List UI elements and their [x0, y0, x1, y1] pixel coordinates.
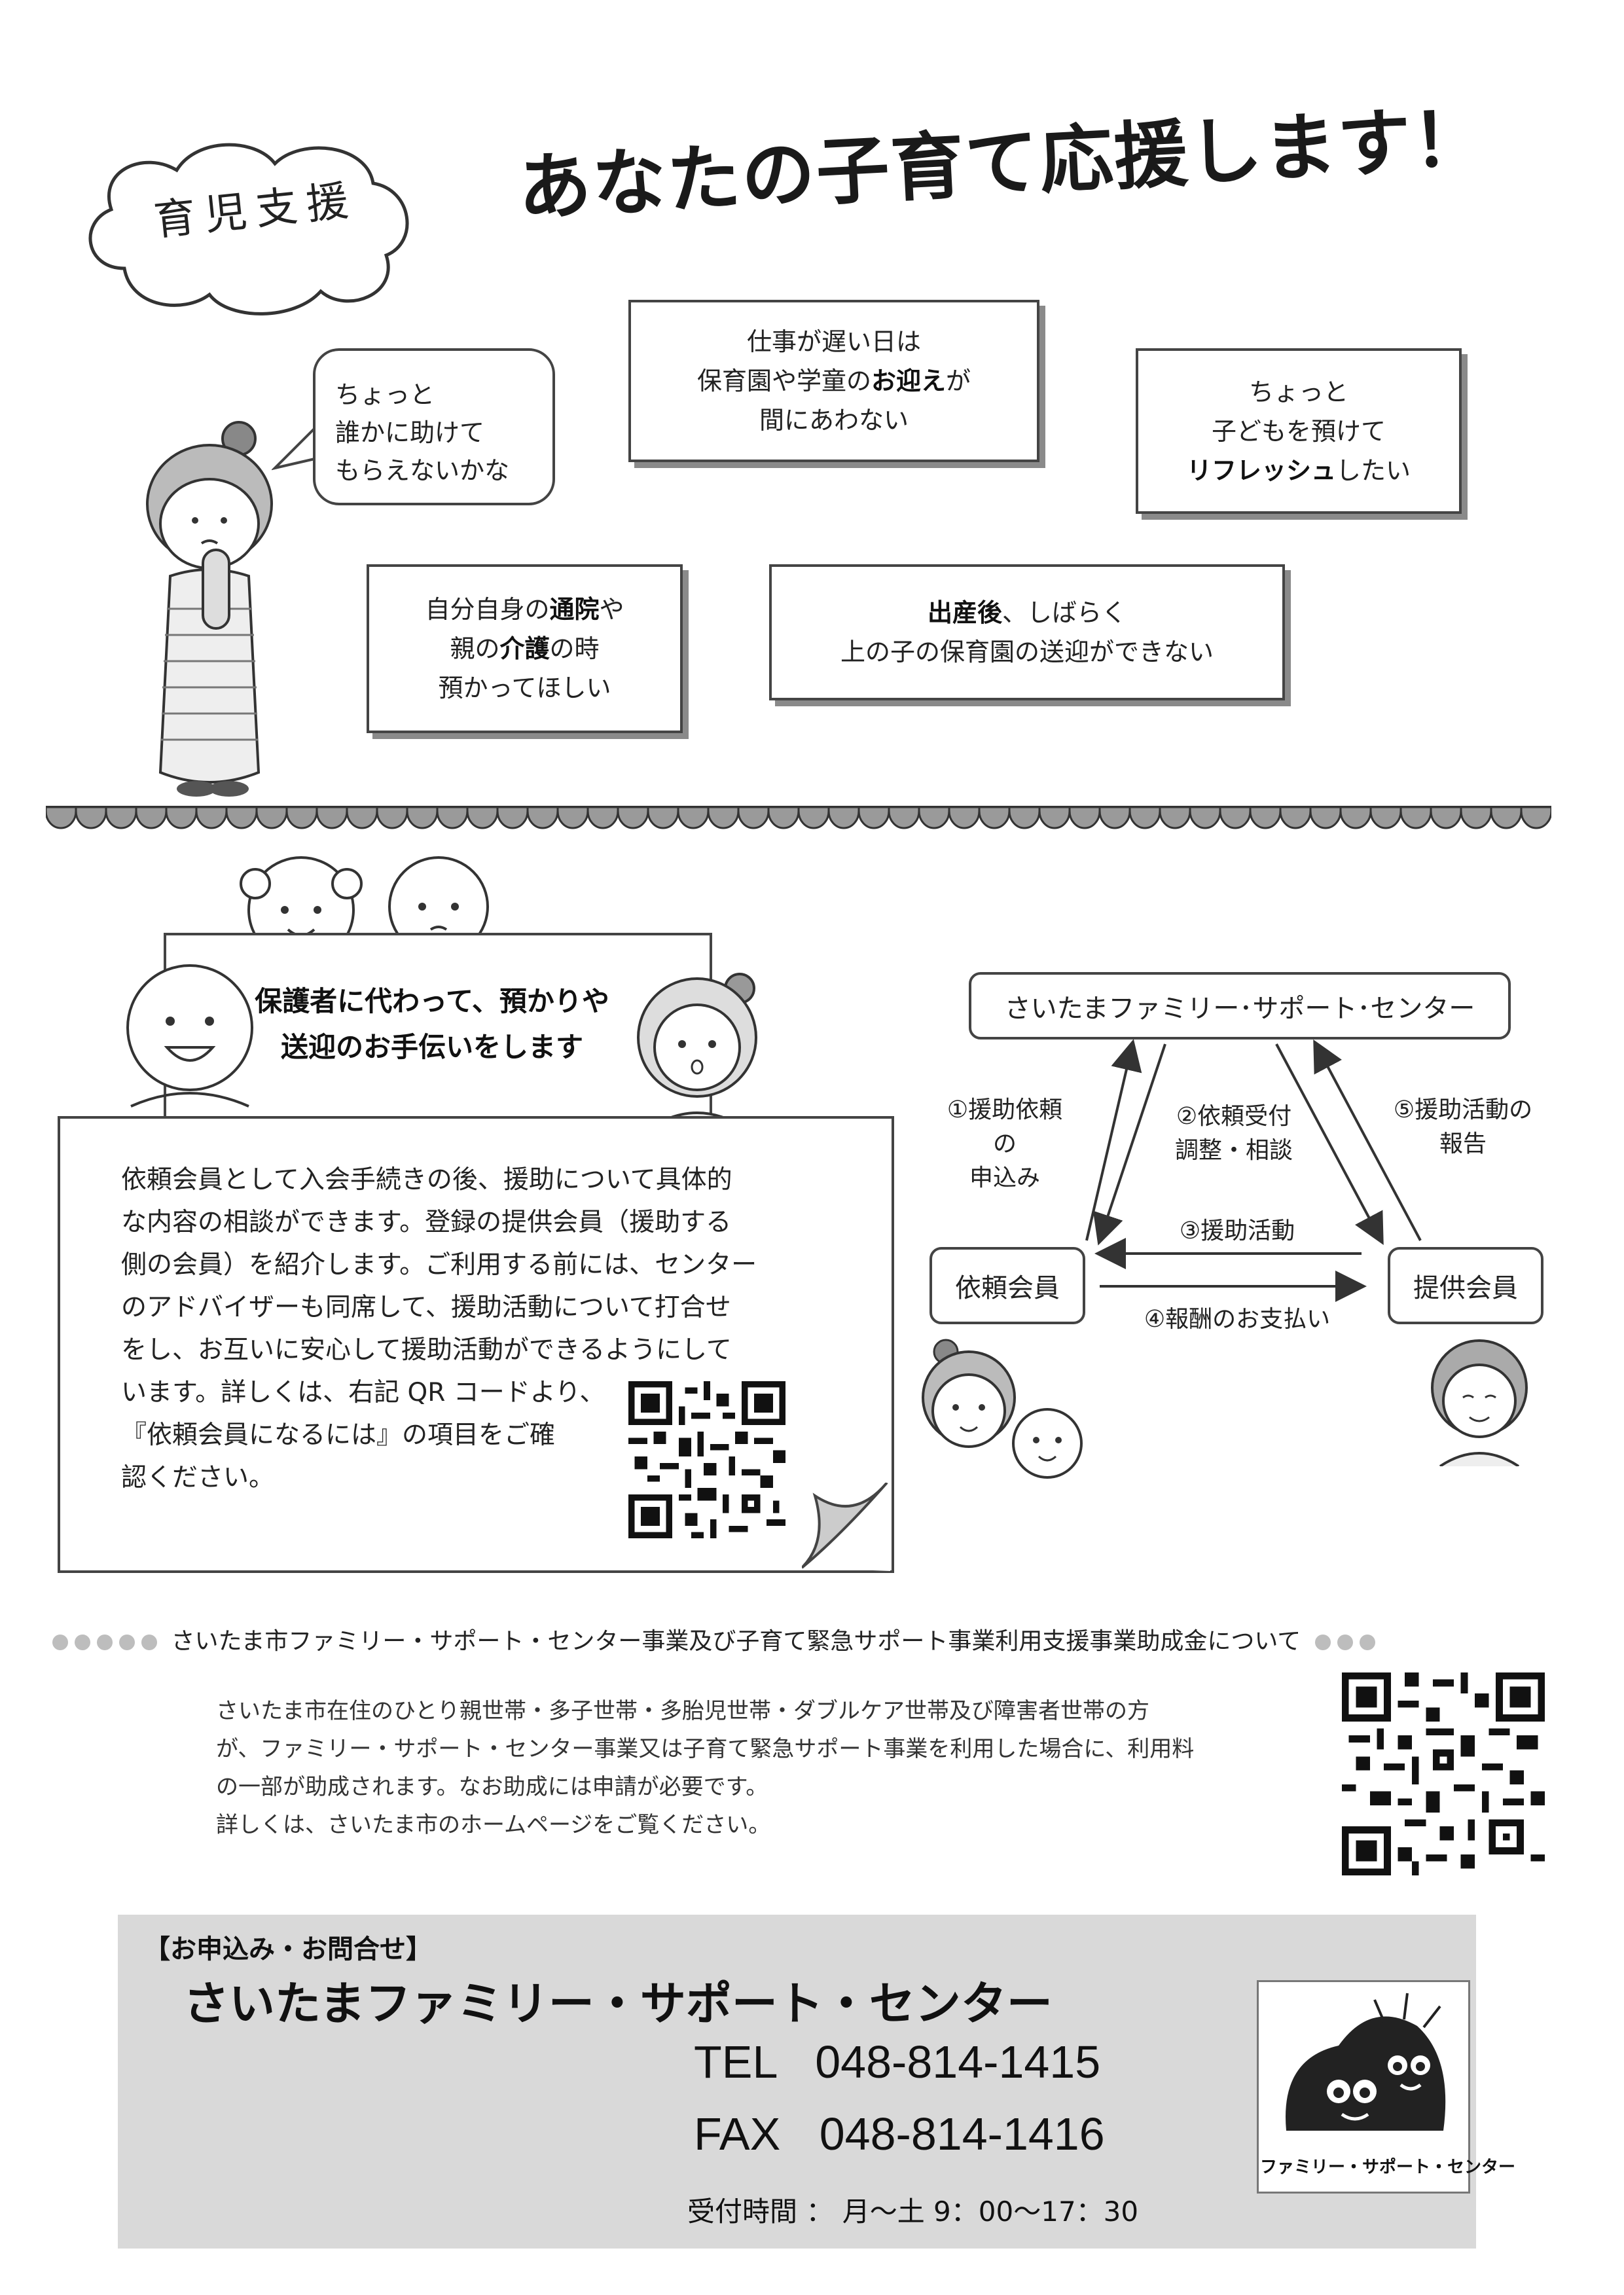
flow-label-step1: ①援助依頼 の 申込み [947, 1096, 1063, 1191]
description-line: 認ください。 [121, 1463, 275, 1492]
arrow-accept [1092, 1043, 1166, 1246]
arrow-coordinate [1275, 1043, 1384, 1246]
qr-code-city-homepage[interactable] [1342, 1672, 1545, 1875]
dot-icon [75, 1635, 90, 1650]
subsidy-line: 詳しくは、さいたま市のホームページをご覧ください。 [216, 1812, 771, 1838]
bubble-line: 誰かに助けて [335, 418, 485, 447]
flow-label-step4: ④報酬のお支払い [1144, 1306, 1331, 1333]
description-line: います。詳しくは、右記 QR コードより、 [121, 1378, 605, 1407]
tel-number[interactable]: 048-814-1415 [815, 2036, 1101, 2087]
contact-label: 【お申込み・お問合せ】 [144, 1934, 432, 1964]
mascot-logo-icon [1286, 1993, 1446, 2131]
concern-line: 預かってほしい [438, 674, 611, 702]
concern-line: 子どもを預けて [1211, 416, 1386, 446]
page-curl-corner [802, 1483, 890, 1571]
subsidy-line: が、ファミリー・サポート・センター事業又は子育て緊急サポート事業を利用した場合に… [216, 1736, 1195, 1762]
subsidy-line: さいたま市在住のひとり親世帯・多子世帯・多胎児世帯・ダブルケア世帯及び障害者世帯… [216, 1698, 1149, 1724]
dot-icon [52, 1635, 68, 1650]
description-line: な内容の相談ができます。登録の提供会員（援助する [121, 1208, 732, 1237]
contact-panel [118, 1915, 1476, 2249]
sign-text: 保護者に代わって、預かりや 送迎のお手伝いをします [196, 979, 668, 1070]
concern-line: 親の介護の時 [450, 634, 600, 663]
dot-icon [1337, 1635, 1353, 1650]
business-hours: 受付時間 ： 月～土 9：00～17：30 [687, 2196, 1139, 2228]
logo-caption: ファミリー・サポート・センター [1260, 2158, 1516, 2177]
description-line: 側の会員）を紹介します。ご利用する前には、センター [121, 1250, 757, 1280]
concern-line: 自分自身の通院や [425, 595, 624, 624]
subsidy-heading-text: さいたま市ファミリー・サポート・センター事業及び子育て緊急サポート事業利用支援事… [171, 1628, 1301, 1655]
scallop-divider [46, 802, 1551, 841]
concern-line: リフレッシュしたい [1186, 456, 1411, 485]
parent-child-illustration [922, 1339, 1083, 1479]
flow-label-step5: ⑤援助活動の 報告 [1393, 1096, 1533, 1157]
arrow-report [1313, 1039, 1422, 1241]
tel-label: TEL [694, 2036, 776, 2087]
concern-line: ちょっと [1248, 377, 1348, 407]
subsidy-line: の一部が助成されます。なお助成には申請が必要です。 [216, 1774, 768, 1800]
fax-number: 048-814-1416 [819, 2108, 1105, 2159]
description-text: 依頼会員として入会手続きの後、援助について具体的 な内容の相談ができます。登録の… [121, 1159, 828, 1499]
concern-box-refresh: ちょっと 子どもを預けて リフレッシュしたい [1136, 348, 1462, 514]
dot-icon [119, 1635, 135, 1650]
qr-code-requester-info[interactable] [628, 1381, 785, 1538]
arrow-request [1085, 1039, 1142, 1241]
fax-row: FAX 048-814-1416 [694, 2108, 1105, 2160]
girl-illustration [637, 973, 757, 1130]
concern-line: 仕事が遅い日は [746, 327, 921, 356]
concern-box-after-birth: 出産後、しばらく 上の子の保育園の送迎ができない [769, 564, 1285, 700]
flow-label-step3: ③援助活動 [1179, 1218, 1295, 1244]
concern-box-pickup: 仕事が遅い日は 保育園や学童のお迎えが 間にあわない [628, 300, 1039, 462]
grandmother-illustration [1431, 1339, 1528, 1466]
concern-line: 上の子の保育園の送迎ができない [840, 638, 1214, 666]
boy-illustration [126, 964, 253, 1108]
bubble-line: ちょっと [335, 380, 435, 409]
flow-node-requester: 依頼会員 [929, 1247, 1085, 1324]
speech-bubble: ちょっと 誰かに助けて もらえないかな [313, 348, 555, 505]
contact-name: さいたまファミリー・サポート・センター [183, 1977, 1053, 2031]
fax-label: FAX [694, 2108, 781, 2159]
concern-line: 出産後、しばらく [927, 598, 1127, 627]
worried-mother-illustration [146, 421, 273, 797]
flow-node-center: さいたまファミリー･サポート･センター [969, 972, 1511, 1039]
concern-line: 間にあわない [759, 406, 909, 435]
flow-node-provider: 提供会員 [1388, 1247, 1543, 1324]
description-line: 依頼会員として入会手続きの後、援助について具体的 [121, 1165, 732, 1195]
description-line: 『依頼会員になるには』の項目をご確 [121, 1420, 556, 1450]
sign-line: 保護者に代わって、預かりや [255, 985, 609, 1017]
flow-label-step2: ②依頼受付 調整・相談 [1174, 1103, 1293, 1164]
concern-line: 保育園や学童のお迎えが [696, 367, 971, 395]
page-title: あなたの子育て応援します！ [516, 96, 1489, 232]
tel-row: TEL 048-814-1415 [694, 2036, 1100, 2088]
sign-line: 送迎のお手伝いをします [280, 1031, 583, 1063]
concern-box-hospital-care: 自分自身の通院や 親の介護の時 預かってほしい [367, 564, 683, 733]
dot-icon [1359, 1635, 1375, 1650]
subsidy-heading: さいたま市ファミリー・サポート・センター事業及び子育て緊急サポート事業利用支援事… [52, 1622, 1558, 1656]
description-line: のアドバイザーも同席して、援助活動について打合せ [121, 1293, 731, 1322]
cloud-badge-shape [88, 143, 409, 316]
description-line: をし、お互いに安心して援助活動ができるようにして [121, 1335, 732, 1365]
dot-icon [141, 1635, 157, 1650]
flow-arrows [1085, 1039, 1422, 1302]
speech-bubble-tail [272, 424, 319, 471]
dot-icon [97, 1635, 113, 1650]
dot-icon [1314, 1635, 1331, 1650]
bubble-line: もらえないかな [335, 456, 510, 485]
subsidy-body: さいたま市在住のひとり親世帯・多子世帯・多胎児世帯・ダブルケア世帯及び障害者世帯… [216, 1692, 1329, 1844]
